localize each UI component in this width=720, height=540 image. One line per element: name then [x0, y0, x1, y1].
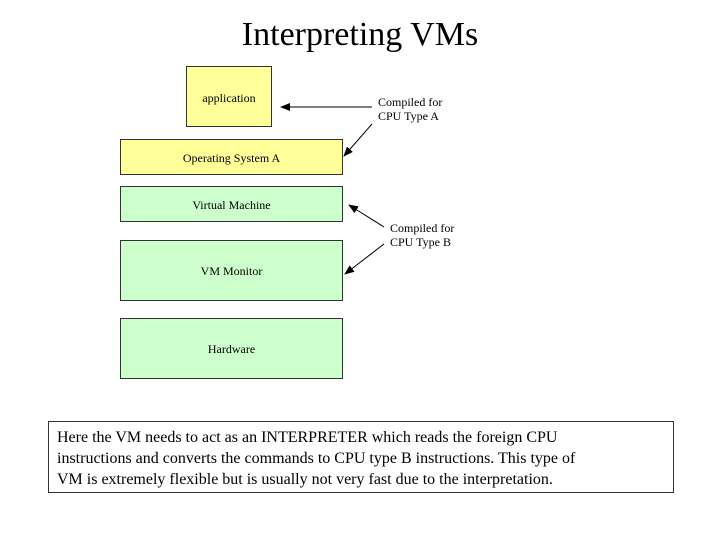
- hardware-label: Hardware: [207, 342, 256, 356]
- description-line-3: VM is extremely flexible but is usually …: [57, 471, 553, 488]
- virtual-machine-box: Virtual Machine: [120, 186, 343, 222]
- cpu-type-a-annotation: Compiled for CPU Type A: [378, 95, 442, 123]
- arrow-to-virtual-machine: [348, 204, 385, 228]
- cpu-type-a-line-1: Compiled for: [378, 95, 443, 109]
- operating-system-label: Operating System A: [182, 151, 281, 165]
- operating-system-box: Operating System A: [120, 139, 343, 175]
- vm-monitor-box: VM Monitor: [120, 240, 343, 301]
- arrow-to-operating-system: [343, 123, 373, 157]
- cpu-type-b-line-1: Compiled for: [390, 221, 455, 235]
- cpu-type-b-annotation: Compiled for CPU Type B: [390, 221, 454, 249]
- cpu-type-b-line-2: CPU Type B: [390, 235, 451, 249]
- description-line-2: instructions and converts the commands t…: [57, 450, 576, 467]
- virtual-machine-label: Virtual Machine: [192, 198, 271, 212]
- slide-title: Interpreting VMs: [241, 16, 479, 53]
- application-box: application: [186, 66, 272, 127]
- cpu-type-a-line-2: CPU Type A: [378, 109, 439, 123]
- description-box: Here the VM needs to act as an INTERPRET…: [48, 421, 674, 493]
- application-label: application: [202, 91, 256, 105]
- hardware-box: Hardware: [120, 318, 343, 379]
- vm-monitor-label: VM Monitor: [200, 264, 263, 278]
- description-line-1: Here the VM needs to act as an INTERPRET…: [57, 429, 558, 446]
- arrow-to-vm-monitor: [344, 243, 385, 275]
